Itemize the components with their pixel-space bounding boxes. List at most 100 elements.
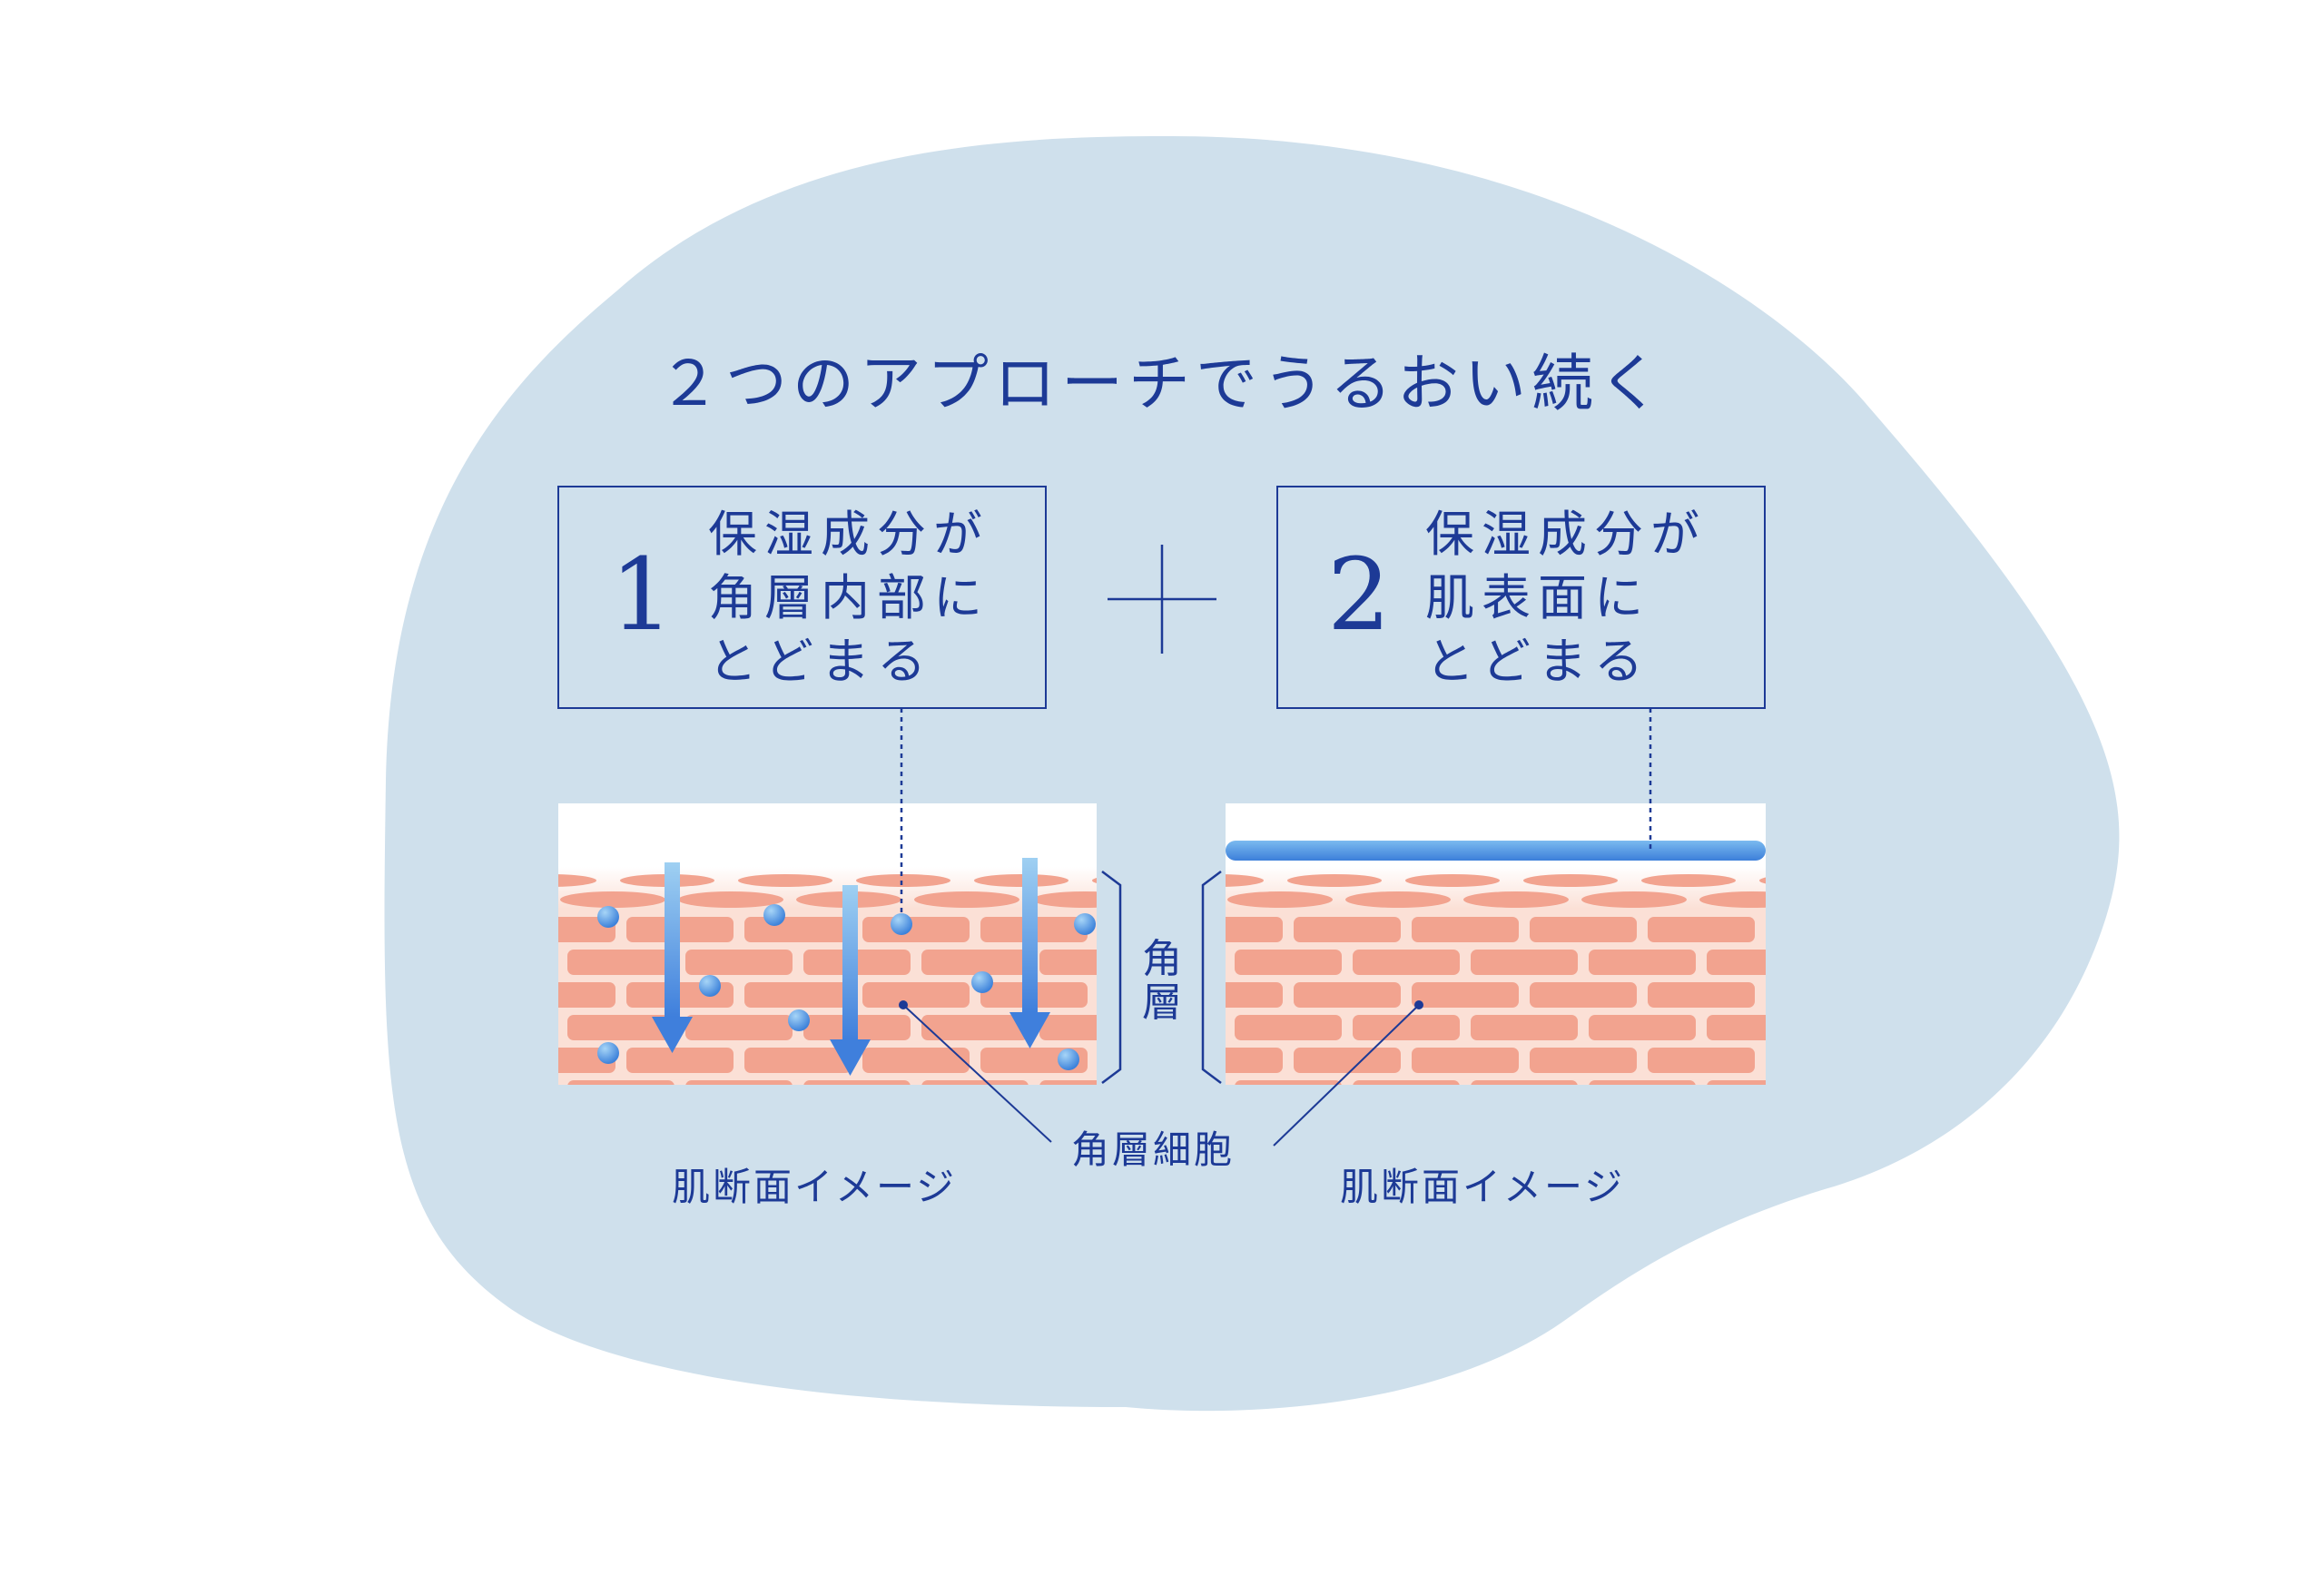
corneocyte-cell: [567, 950, 675, 975]
corneocyte-cell: [1412, 982, 1519, 1008]
corneocyte-cell: [921, 950, 1029, 975]
arrow-down-icon-1: [652, 862, 693, 1053]
corneocyte-cell: [1412, 1048, 1519, 1073]
corneocyte-cell: [1707, 950, 1766, 975]
box-2-line-3: とどまる: [1425, 633, 1650, 690]
corneocyte-cell: [558, 982, 615, 1008]
droplet-icon: [597, 1042, 619, 1064]
corneocyte-cell: [744, 982, 852, 1008]
droplet-icon: [891, 913, 912, 935]
droplet-icon: [1058, 1048, 1079, 1070]
corneocyte-cell: [678, 891, 783, 908]
box-1-frame: [557, 486, 1047, 709]
corneocyte-cell: [1471, 1015, 1578, 1040]
box-2-number: 2: [1327, 536, 1391, 653]
corneocyte-cell: [1405, 874, 1500, 887]
corneocyte-cell: [1699, 891, 1766, 908]
corneocyte-cell: [1530, 917, 1637, 942]
corneocyte-cell: [1226, 917, 1283, 942]
corneocyte-cell: [1759, 877, 1766, 884]
box-1-line-2: 角層内部に: [708, 569, 990, 626]
corneocyte-cell: [1235, 1015, 1342, 1040]
plus-icon: [1108, 545, 1216, 654]
corneocyte-cell: [567, 1080, 675, 1085]
corneocyte-cell: [685, 1015, 793, 1040]
corneocyte-cell: [1530, 1048, 1637, 1073]
corneocyte-cell: [1641, 874, 1736, 887]
droplet-icon: [971, 971, 993, 993]
corneocyte-cell: [921, 1015, 1029, 1040]
corneocyte-cell: [744, 917, 852, 942]
corneocyte-cell: [744, 1048, 852, 1073]
cross-section-label-left: 肌断面イメージ: [672, 1165, 958, 1209]
droplet-icon: [699, 975, 721, 997]
corneocyte-cell: [685, 950, 793, 975]
bracket-left: [1101, 871, 1122, 1084]
corneocyte-cell: [738, 874, 832, 887]
corneocyte-cell: [974, 874, 1068, 887]
droplet-icon: [1074, 913, 1096, 935]
arrow-down-icon-2: [830, 885, 871, 1076]
corneocyte-cell: [1589, 1080, 1696, 1085]
stratum-corneum-label-1: 角: [1142, 936, 1182, 982]
droplet-icon: [763, 904, 785, 926]
corneocyte-cell: [1294, 982, 1401, 1008]
arrow-down-icon-3: [1009, 858, 1050, 1048]
corneocyte-cell: [1287, 874, 1382, 887]
corneocyte-cell: [1353, 950, 1460, 975]
corneocyte-cell: [1353, 1080, 1460, 1085]
corneocyte-cell: [1039, 950, 1097, 975]
droplet-icon: [788, 1009, 810, 1031]
droplet-icon-group: [597, 904, 1096, 1070]
corneocyte-cell: [862, 982, 970, 1008]
corneocyte-cell: [1589, 1015, 1696, 1040]
corneocyte-cell: [1707, 1015, 1766, 1040]
corneocyte-cell: [1235, 1080, 1342, 1085]
diagram-title: ２つのアプローチでうるおい続く: [657, 349, 1666, 420]
corneocyte-cell: [921, 1080, 1029, 1085]
corneocyte-cell: [558, 874, 596, 887]
corneocyte-cell: [1581, 891, 1687, 908]
corneocyte-cell: [803, 1080, 911, 1085]
corneocyte-cell: [1648, 917, 1755, 942]
corneocyte-leader-lines: [899, 1000, 1423, 1147]
corneocyte-cell: [1294, 917, 1401, 942]
corneocyte-cell: [1589, 950, 1696, 975]
bracket-right: [1201, 871, 1222, 1084]
corneocyte-cell: [1039, 1080, 1097, 1085]
corneocyte-cell: [1032, 891, 1097, 908]
corneocyte-label: 角層細胞: [1071, 1127, 1236, 1172]
corneocyte-cell: [1648, 1048, 1755, 1073]
corneocyte-cell: [856, 874, 950, 887]
corneocyte-cell: [862, 917, 970, 942]
droplet-icon: [597, 906, 619, 928]
corneocyte-cell: [1707, 1080, 1766, 1085]
stratum-corneum-label-2: 層: [1142, 979, 1182, 1026]
corneocyte-cell: [914, 891, 1019, 908]
corneocyte-cell: [1648, 982, 1755, 1008]
box-1-line-3: とどまる: [708, 633, 933, 690]
corneocyte-cell: [1039, 1015, 1097, 1040]
corneocyte-cell: [1226, 982, 1283, 1008]
corneocyte-cell: [685, 1080, 793, 1085]
corneocyte-cell: [560, 891, 665, 908]
corneocyte-cell: [1345, 891, 1451, 908]
corneocyte-cell: [1294, 1048, 1401, 1073]
corneocyte-cell: [1523, 874, 1618, 887]
corneocyte-cell: [1092, 878, 1097, 883]
box-2-line-2: 肌表面に: [1425, 569, 1650, 626]
corneocyte-cell: [1463, 891, 1569, 908]
background-blob: [384, 136, 2120, 1412]
cross-section-label-right: 肌断面イメージ: [1340, 1165, 1626, 1209]
corneocyte-cell: [1471, 950, 1578, 975]
box-2-line-1: 保湿成分が: [1425, 506, 1707, 563]
corneocyte-cell: [1227, 891, 1333, 908]
box-1-line-1: 保湿成分が: [708, 506, 990, 563]
corneocyte-cell: [1353, 1015, 1460, 1040]
corneocyte-cell: [1530, 982, 1637, 1008]
corneocyte-cell: [1235, 950, 1342, 975]
corneocyte-cell: [626, 1048, 734, 1073]
moisture-film-bar: [1226, 841, 1766, 861]
corneocyte-cell: [1471, 1080, 1578, 1085]
